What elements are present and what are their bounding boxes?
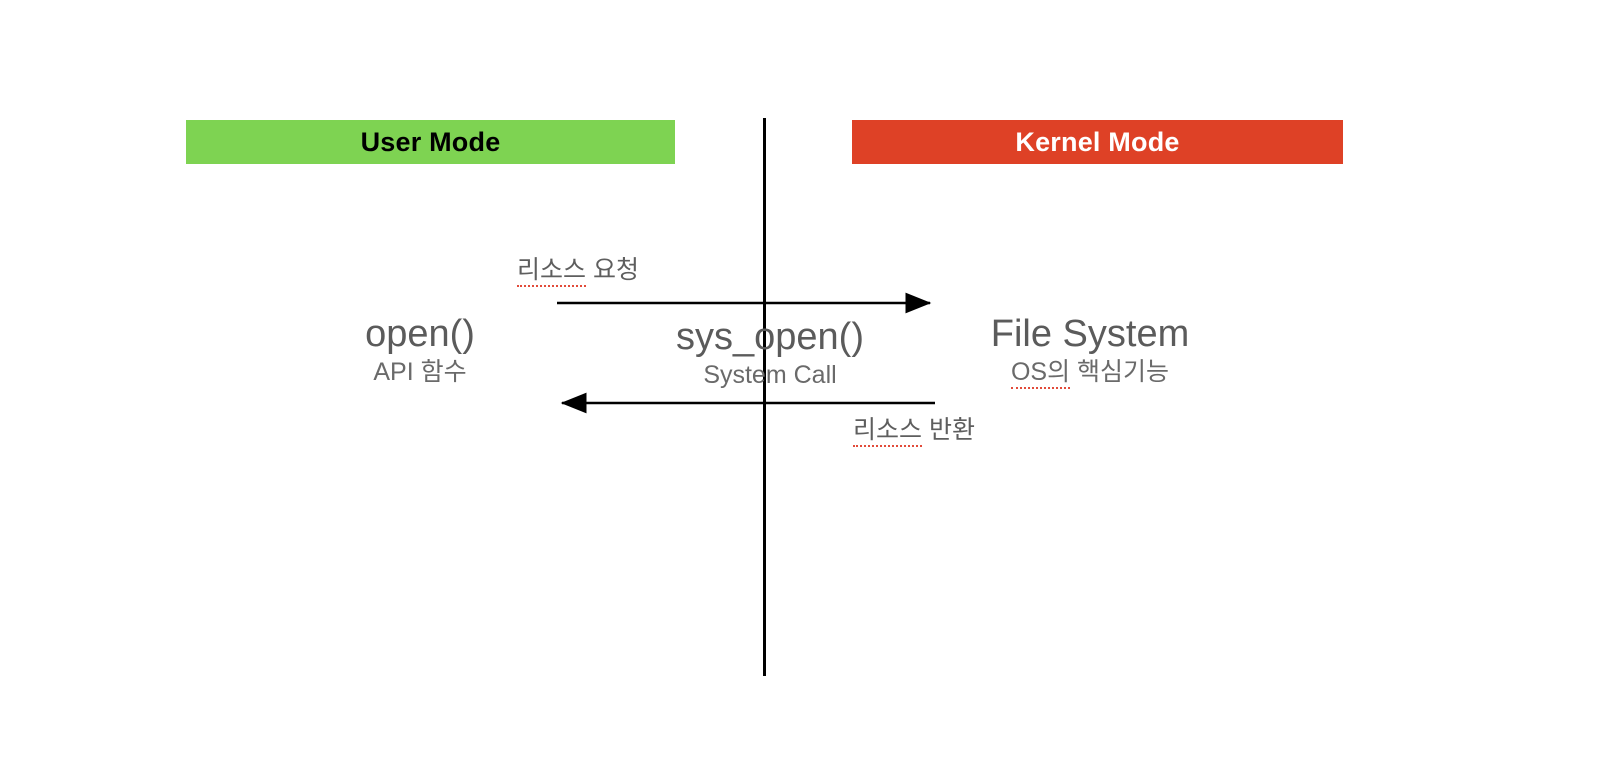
node-open-subtitle: API 함수 bbox=[373, 358, 467, 386]
node-file-system-subtitle: OS의 핵심기능 bbox=[950, 356, 1230, 389]
node-file-system-subtitle-flagged: OS의 bbox=[1010, 358, 1071, 389]
kernel-mode-banner: Kernel Mode bbox=[852, 120, 1343, 164]
mode-boundary-line bbox=[763, 118, 766, 676]
arrow-caption-request-rest: 요청 bbox=[586, 256, 639, 284]
arrow-caption-return: 리소스 반환 bbox=[853, 414, 975, 447]
node-file-system-title: File System bbox=[990, 313, 1190, 355]
kernel-mode-label: Kernel Mode bbox=[1015, 126, 1180, 157]
arrow-caption-request-flagged: 리소스 bbox=[517, 256, 587, 287]
node-sys-open: sys_open() System Call bbox=[630, 315, 910, 391]
node-sys-open-title: sys_open() bbox=[676, 316, 864, 358]
node-sys-open-subtitle: System Call bbox=[703, 361, 837, 389]
node-open: open() API 함수 bbox=[280, 312, 560, 388]
user-mode-label: User Mode bbox=[360, 126, 501, 157]
arrow-caption-return-rest: 반환 bbox=[922, 416, 975, 444]
arrow-caption-request: 리소스 요청 bbox=[517, 254, 639, 287]
arrow-caption-return-flagged: 리소스 bbox=[853, 416, 923, 447]
node-open-title: open() bbox=[365, 313, 475, 355]
user-mode-banner: User Mode bbox=[186, 120, 675, 164]
node-file-system: File System OS의 핵심기능 bbox=[950, 312, 1230, 389]
node-file-system-subtitle-rest: 핵심기능 bbox=[1070, 358, 1170, 386]
